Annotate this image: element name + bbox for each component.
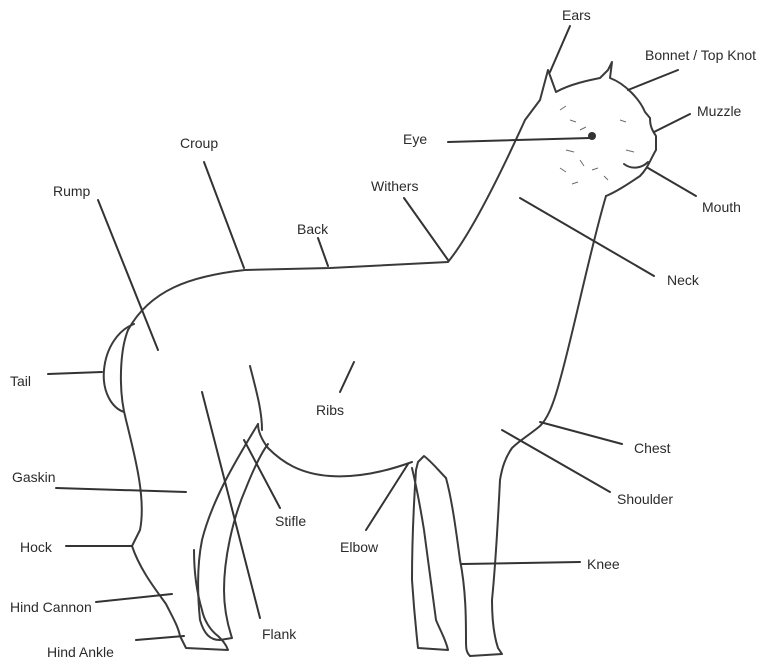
- leader-flank: [202, 392, 260, 618]
- leader-ribs: [340, 362, 354, 392]
- leader-ears: [550, 26, 570, 72]
- leader-muzzle: [654, 114, 690, 132]
- label-knee: Knee: [587, 557, 620, 571]
- label-flank: Flank: [262, 627, 296, 641]
- label-gaskin: Gaskin: [12, 470, 56, 484]
- label-neck: Neck: [667, 273, 699, 287]
- head-fleece: [560, 106, 634, 184]
- label-mouth: Mouth: [702, 200, 741, 214]
- label-stifle: Stifle: [275, 514, 306, 528]
- tail: [104, 324, 134, 412]
- leader-tail: [48, 372, 102, 374]
- leader-chest: [540, 422, 622, 444]
- leader-withers: [404, 198, 448, 260]
- label-ribs: Ribs: [316, 403, 344, 417]
- label-hock: Hock: [20, 540, 52, 554]
- foreleg-front: [446, 478, 502, 656]
- foreleg-rear: [412, 456, 448, 650]
- leader-neck: [520, 198, 654, 276]
- label-hind-ankle: Hind Ankle: [47, 645, 114, 659]
- topline: [128, 62, 656, 330]
- leader-back: [318, 238, 328, 266]
- label-croup: Croup: [180, 136, 218, 150]
- label-tail: Tail: [10, 374, 31, 388]
- stifle-line: [250, 366, 262, 430]
- alpaca-outline: [104, 62, 656, 656]
- leader-knee: [462, 562, 580, 564]
- leader-eye: [448, 138, 590, 142]
- label-eye: Eye: [403, 132, 427, 146]
- label-back: Back: [297, 222, 328, 236]
- label-withers: Withers: [371, 179, 418, 193]
- leader-croup: [204, 162, 244, 268]
- leader-mouth: [648, 168, 696, 196]
- label-muzzle: Muzzle: [697, 104, 741, 118]
- leader-shoulder: [502, 430, 610, 492]
- label-hind-cannon: Hind Cannon: [10, 600, 92, 614]
- label-ears: Ears: [562, 8, 591, 22]
- leader-stifle: [244, 440, 280, 508]
- label-rump: Rump: [53, 184, 90, 198]
- label-chest: Chest: [634, 441, 671, 455]
- label-shoulder: Shoulder: [617, 492, 673, 506]
- belly: [258, 424, 412, 476]
- label-elbow: Elbow: [340, 540, 378, 554]
- label-bonnet-top-knot: Bonnet / Top Knot: [645, 48, 756, 62]
- leader-hind-ankle: [136, 636, 184, 640]
- leader-gaskin: [56, 488, 186, 492]
- mouth-line: [624, 162, 648, 168]
- leader-bonnet: [628, 70, 678, 90]
